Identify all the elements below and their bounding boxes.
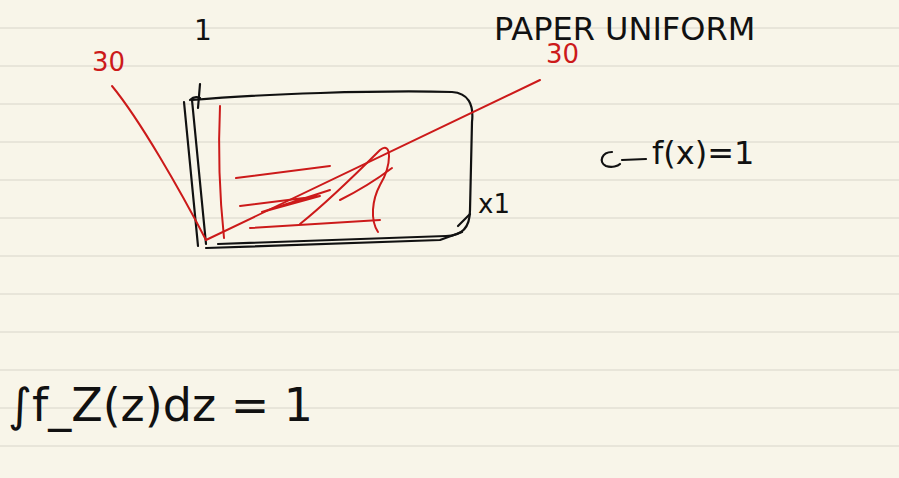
density-note: f(x)=1 (652, 136, 754, 171)
axis-mark: 1 (194, 16, 212, 47)
red-mark: 30 (92, 48, 125, 77)
integral-formula: ∫f_Z(z)dz = 1 (8, 380, 313, 431)
paper-sheet (184, 84, 472, 248)
red-scribble (112, 80, 540, 240)
ruled-lines (0, 28, 899, 446)
arrow-stroke (602, 152, 646, 167)
note-title: PAPER UNIFORM (494, 12, 755, 47)
red-mark: 30 (546, 40, 579, 69)
axis-label: x1 (478, 190, 510, 219)
